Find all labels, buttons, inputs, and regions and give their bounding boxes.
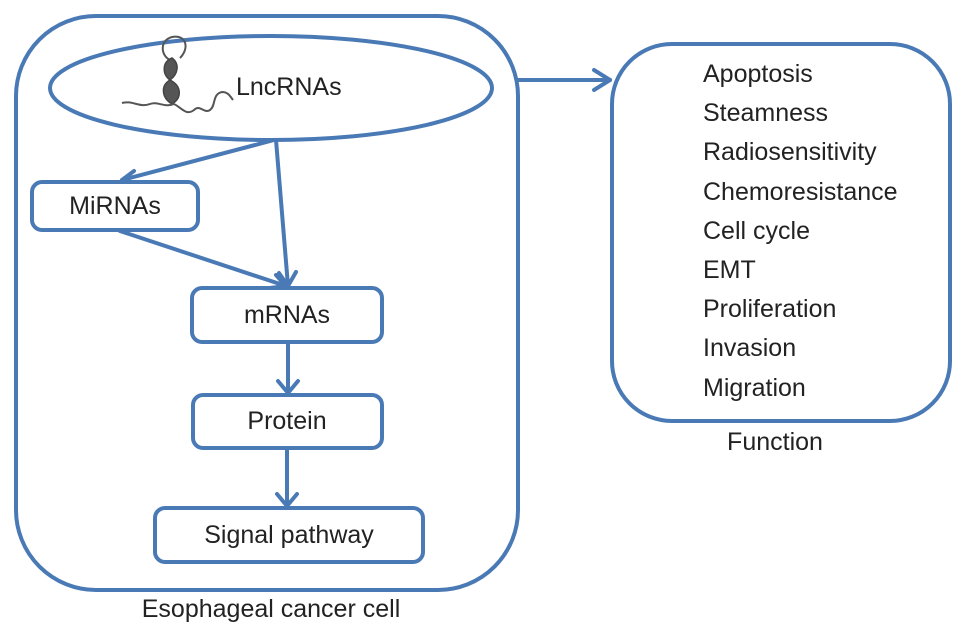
edge-lncrnas-to-mrnas	[274, 138, 298, 288]
mrnas-label: mRNAs	[243, 301, 331, 329]
rna-strand-icon	[121, 35, 234, 114]
function-item: Proliferation	[703, 295, 837, 324]
edge-mirnas-to-mrnas	[118, 229, 288, 290]
function-item: Steamness	[703, 99, 829, 128]
function-list: Apoptosis Steamness Radiosensitivity Che…	[703, 60, 898, 413]
container-label: Esophageal cancer cell	[141, 595, 401, 623]
signal-pathway-node	[153, 506, 425, 564]
function-item: Chemoresistance	[703, 177, 898, 206]
function-box	[610, 42, 952, 423]
function-item: Apoptosis	[703, 60, 813, 88]
mirnas-label: MiRNAs	[69, 192, 161, 220]
function-item: Cell cycle	[703, 216, 810, 245]
edge-protein-to-signal-pathway	[275, 446, 299, 508]
protein-label: Protein	[247, 407, 327, 435]
function-item: Migration	[703, 373, 806, 402]
cancer-cell-container	[14, 14, 520, 592]
lncrnas-label: LncRNAs	[236, 73, 342, 101]
edge-lncrnas-to-mirnas	[120, 138, 276, 186]
signal-pathway-label: Signal pathway	[204, 521, 374, 549]
function-label: Function	[727, 428, 823, 456]
function-item: EMT	[703, 255, 756, 284]
edge-cell-to-function	[516, 68, 612, 92]
function-item: Invasion	[703, 334, 797, 363]
function-item: Radiosensitivity	[703, 138, 877, 167]
mirnas-node	[30, 180, 200, 232]
edge-mrnas-to-protein	[276, 340, 300, 395]
